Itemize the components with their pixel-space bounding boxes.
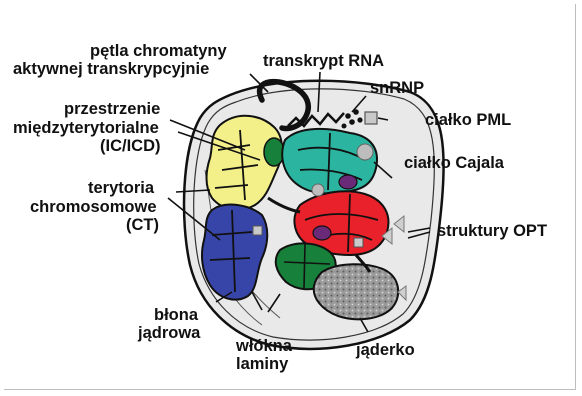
label-envelope-2: jądrowa: [137, 324, 201, 342]
label-opt-structures: struktury OPT: [437, 222, 547, 240]
label-lamina-2: laminy: [236, 355, 289, 373]
territory-purple-top: [339, 175, 357, 189]
territory-green-small: [264, 138, 284, 166]
label-chromatin-loop-2: aktywnej transkrypcyjnie: [13, 60, 209, 78]
label-pml-body: ciałko PML: [425, 111, 511, 129]
label-territories-3: (CT): [126, 216, 159, 234]
label-cajal-body: ciałko Cajala: [404, 154, 505, 172]
pml-body-3: [354, 238, 363, 247]
label-lamina-1: włókna: [235, 337, 293, 355]
territory-purple-mid: [313, 226, 331, 240]
label-snrnp: snRNP: [370, 79, 424, 97]
cajal-body: [357, 144, 373, 160]
label-territories-1: terytoria: [88, 179, 155, 197]
label-nucleolus: jąderko: [355, 341, 415, 359]
pml-body: [365, 112, 377, 124]
label-interchromatin-2: międzyterytorialne: [13, 119, 159, 137]
label-interchromatin-1: przestrzenie: [64, 100, 160, 118]
nucleolus: [314, 264, 398, 319]
cajal-body-2: [312, 184, 324, 196]
label-envelope-1: błona: [154, 306, 199, 324]
label-rna-transcript: transkrypt RNA: [263, 52, 384, 70]
label-chromatin-loop-1: pętla chromatyny: [90, 42, 227, 60]
label-interchromatin-3: (IC/ICD): [100, 137, 161, 155]
pml-body-2: [253, 226, 262, 235]
label-territories-2: chromosomowe: [30, 198, 157, 216]
